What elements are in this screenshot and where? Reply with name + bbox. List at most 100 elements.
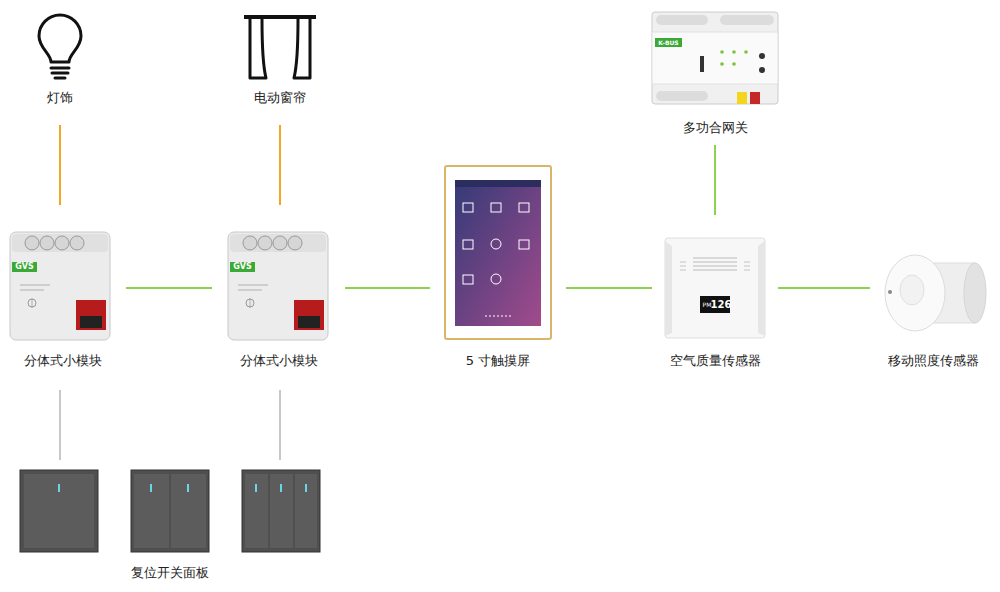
device-node: 电动窗帘 <box>230 8 330 125</box>
switch-key <box>24 474 94 548</box>
button <box>759 67 765 73</box>
sensor-back <box>964 263 986 323</box>
connector-line <box>566 287 652 289</box>
terminal-row <box>656 15 708 25</box>
device-marking: GVS <box>233 263 252 271</box>
device-label: 分体式小模块 <box>240 352 318 370</box>
switch-key <box>171 474 206 548</box>
terminal-row <box>656 91 708 101</box>
device-label: 空气质量传感器 <box>670 352 761 370</box>
device-label: 电动窗帘 <box>254 89 306 107</box>
connector-line <box>59 125 61 205</box>
bulb-base <box>51 68 69 78</box>
led <box>744 50 748 54</box>
page-dots <box>485 316 511 317</box>
led <box>720 50 724 54</box>
device-marking: PM <box>703 302 712 308</box>
device-node: 灯饰 <box>15 8 105 125</box>
led <box>732 50 736 54</box>
connector-line <box>778 287 870 289</box>
bulb-glass <box>39 15 81 62</box>
app-icon <box>519 240 529 249</box>
switch-key <box>270 474 293 548</box>
connector-line <box>279 390 281 460</box>
bulb-icon <box>39 15 81 78</box>
device-node: 5 寸触摸屏 <box>430 160 566 390</box>
module-device <box>228 232 328 340</box>
bus-connector <box>737 92 747 104</box>
device-node: 分体式小模块 <box>212 205 345 390</box>
sensor-dot <box>888 290 892 294</box>
app-icon <box>463 275 473 284</box>
indicator <box>255 484 257 492</box>
app-icon <box>491 239 501 249</box>
device-label: 复位开关面板 <box>131 564 209 582</box>
device-marking: 126 <box>711 300 732 310</box>
led <box>720 62 724 66</box>
gateway-body <box>652 12 778 104</box>
button <box>759 53 765 59</box>
switch-key <box>245 474 268 548</box>
switch-panel <box>20 470 98 552</box>
card-slot <box>700 56 704 72</box>
switch-panels <box>20 470 320 552</box>
switch-panel <box>131 470 209 552</box>
led <box>732 62 736 66</box>
switch-key <box>295 474 317 548</box>
status-bar <box>455 180 541 187</box>
sensor-body <box>665 238 765 338</box>
connector-line <box>126 287 212 289</box>
screen-icons <box>463 203 529 284</box>
screen-frame <box>445 166 551 339</box>
motion-sensor <box>885 255 986 331</box>
curtain-icon <box>244 17 316 78</box>
curtain-panel <box>294 19 310 78</box>
app-icon <box>491 203 501 212</box>
device-marking: K-BUS <box>658 40 678 46</box>
switch-key <box>134 474 169 548</box>
air-quality-sensor <box>665 238 765 338</box>
connector-line <box>714 145 716 215</box>
curtain-rail <box>244 15 316 19</box>
device-label: 灯饰 <box>47 89 73 107</box>
gateway-device <box>652 12 778 104</box>
sensor-face <box>885 255 945 331</box>
device-node: 分体式小模块 <box>0 205 126 390</box>
indicator <box>58 484 60 492</box>
side-vent <box>680 262 750 270</box>
app-icon <box>463 240 473 249</box>
app-icon <box>491 274 501 284</box>
sensor-shade <box>665 241 765 336</box>
indicator <box>150 484 152 492</box>
switch-panel <box>242 470 320 552</box>
device-label: 多功合网关 <box>683 119 748 137</box>
touch-screen <box>445 166 551 339</box>
device-marking: GVS <box>15 263 34 271</box>
brand-tag <box>655 38 682 47</box>
module-device <box>10 232 110 340</box>
device-label: 移动照度传感器 <box>888 352 979 370</box>
device-label: 分体式小模块 <box>24 352 102 370</box>
terminal-row <box>720 15 774 25</box>
indicator <box>187 484 189 492</box>
indicator <box>305 484 307 492</box>
curtain-panel <box>250 19 266 78</box>
connector-line <box>345 287 430 289</box>
app-icon <box>519 203 529 212</box>
device-node: 复位开关面板 <box>15 460 325 586</box>
device-node: 移动照度传感器 <box>870 215 996 390</box>
connector-line <box>59 390 61 460</box>
connector-line <box>279 125 281 205</box>
device-label: 5 寸触摸屏 <box>466 352 530 370</box>
screen-display <box>455 180 541 326</box>
indicator <box>280 484 282 492</box>
app-icon <box>463 203 473 212</box>
bus-connector <box>750 92 760 104</box>
device-node: 多功合网关 <box>640 5 790 145</box>
sensor-grille <box>693 258 737 270</box>
